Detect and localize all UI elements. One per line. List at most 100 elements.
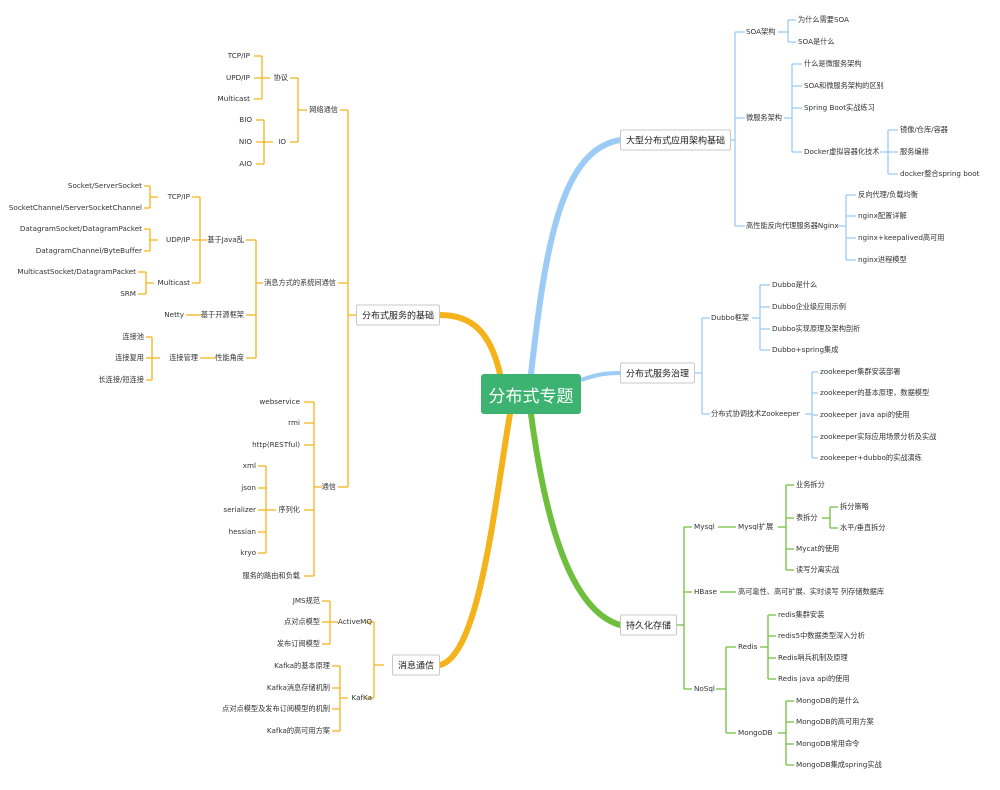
node-b4[interactable]: 分布式服务的基础 — [355, 304, 440, 326]
node-b4-mc[interactable]: Multicast — [157, 278, 191, 287]
node-b2-db-3[interactable]: Dubbo实现原理及架构剖析 — [772, 324, 861, 333]
node-b3-hb-1[interactable]: 高可靠性、高可扩展、实时读写 列存储数据库 — [738, 587, 885, 596]
node-b3-myx-1[interactable]: 业务拆分 — [796, 480, 825, 489]
node-b2[interactable]: 分布式服务治理 — [620, 362, 696, 384]
node-b4-s5[interactable]: kryo — [240, 548, 256, 557]
node-b1-dk-1[interactable]: 镜像/仓库/容器 — [900, 125, 948, 134]
node-b4-io[interactable]: IO — [278, 137, 286, 146]
node-b3-rd[interactable]: Redis — [738, 642, 758, 651]
node-b3-myx-3[interactable]: Mycat的使用 — [796, 544, 840, 553]
node-b5-a1[interactable]: JMS规范 — [292, 596, 320, 605]
node-b3-mg-1[interactable]: MongoDB的是什么 — [796, 696, 860, 705]
node-b3-tb-2[interactable]: 水平/垂直拆分 — [840, 523, 886, 532]
node-b5-k2[interactable]: Kafka消息存储机制 — [266, 683, 330, 692]
node-b4-cm2[interactable]: rmi — [288, 418, 300, 427]
node-b1-ms-3[interactable]: Spring Boot实战练习 — [804, 103, 875, 112]
node-b4-s3[interactable]: serializer — [223, 505, 256, 514]
node-b3-ns[interactable]: NoSql — [694, 684, 715, 693]
node-b4-s2[interactable]: json — [241, 483, 256, 492]
root-topic[interactable]: 分布式专题 — [481, 374, 581, 414]
node-b4-tcp2[interactable]: SocketChannel/ServerSocketChannel — [8, 203, 142, 212]
node-b2-zk-5[interactable]: zookeeper+dubbo的实战演练 — [820, 453, 922, 462]
node-b3-rd-1[interactable]: redis集群安装 — [778, 610, 825, 619]
node-b5-a3[interactable]: 发布订阅模型 — [276, 639, 320, 648]
node-b1-ms[interactable]: 微服务架构 — [746, 113, 782, 122]
node-b4-mc1[interactable]: MulticastSocket/DatagramPacket — [17, 267, 136, 276]
node-b3[interactable]: 持久化存储 — [620, 614, 678, 636]
node-b5-k1[interactable]: Kafka的基本原理 — [274, 661, 330, 670]
node-b4-netty[interactable]: Netty — [164, 310, 184, 319]
node-b3-rd-4[interactable]: Redis java api的使用 — [778, 674, 850, 683]
node-b1-ng[interactable]: 高性能反向代理服务器Nginx — [746, 221, 839, 230]
node-b4-p2[interactable]: UPD/IP — [225, 73, 250, 82]
node-b5-k3[interactable]: 点对点模型及发布订阅模型的机制 — [222, 704, 330, 713]
node-b4-cm3[interactable]: http(RESTful) — [252, 440, 300, 449]
node-b3-tb-1[interactable]: 拆分策略 — [840, 502, 869, 511]
node-b3-mg-4[interactable]: MongoDB集成spring实战 — [796, 760, 882, 769]
node-b4-udp[interactable]: UDP/IP — [165, 235, 190, 244]
node-b3-myx-4[interactable]: 读写分离实战 — [796, 565, 840, 574]
node-b1-ms-1[interactable]: 什么是微服务架构 — [804, 59, 862, 68]
node-b4-udp2[interactable]: DatagramChannel/ByteBuffer — [35, 246, 142, 255]
node-b1-dk-2[interactable]: 服务编排 — [900, 147, 929, 156]
node-b3-rd-3[interactable]: Redis哨兵机制及原理 — [778, 653, 848, 662]
node-b4-s1[interactable]: xml — [242, 461, 256, 470]
node-b2-db-1[interactable]: Dubbo是什么 — [772, 280, 818, 289]
node-b5-amq[interactable]: ActiveMQ — [337, 617, 372, 626]
node-b3-myx[interactable]: Mysql扩展 — [738, 522, 774, 531]
node-b1-ng-3[interactable]: nginx+keepalived高可用 — [858, 233, 945, 242]
node-b3-mg-2[interactable]: MongoDB的高可用方案 — [796, 717, 874, 726]
node-b4-msg[interactable]: 消息方式的系统间通信 — [264, 278, 336, 287]
node-b4-ser[interactable]: 序列化 — [278, 505, 300, 514]
node-b2-zk-4[interactable]: zookeeper实际应用场景分析及实战 — [820, 432, 937, 441]
node-b4-cm1[interactable]: webservice — [259, 397, 300, 406]
node-b1-ms-4[interactable]: Docker虚拟容器化技术 — [804, 147, 880, 156]
node-b4-p3[interactable]: Multicast — [217, 94, 251, 103]
node-b4-c1[interactable]: 连接池 — [122, 332, 144, 341]
node-b2-zk-2[interactable]: zookeeper的基本原理，数据模型 — [820, 388, 930, 397]
node-b2-db-4[interactable]: Dubbo+spring集成 — [772, 345, 839, 354]
node-b5-kf[interactable]: KafKa — [351, 693, 372, 702]
node-b3-myx-2[interactable]: 表拆分 — [796, 513, 818, 522]
node-b4-net[interactable]: 网络通信 — [309, 105, 338, 114]
node-b3-rd-2[interactable]: redis5中数据类型深入分析 — [778, 631, 865, 640]
node-b4-tcp1[interactable]: Socket/ServerSocket — [67, 181, 142, 190]
node-b2-db-2[interactable]: Dubbo企业级应用示例 — [772, 302, 846, 311]
node-b4-comm[interactable]: 通信 — [321, 482, 336, 491]
node-b1-ng-2[interactable]: nginx配置详解 — [858, 211, 907, 220]
node-b5-k4[interactable]: Kafka的高可用方案 — [266, 726, 330, 735]
node-b1-soa[interactable]: SOA架构 — [746, 27, 776, 36]
node-b4-p1[interactable]: TCP/IP — [227, 51, 250, 60]
node-b4-perf[interactable]: 性能角度 — [215, 353, 244, 362]
node-b4-c3[interactable]: 长连接/短连接 — [98, 375, 144, 384]
node-b2-db[interactable]: Dubbo框架 — [711, 313, 749, 322]
node-b3-hb[interactable]: HBase — [694, 587, 717, 596]
node-b1[interactable]: 大型分布式应用架构基础 — [620, 129, 732, 151]
node-b1-soa-1[interactable]: 为什么需要SOA — [798, 15, 849, 24]
node-b4-cm4[interactable]: 服务的路由和负载 — [242, 571, 300, 580]
node-b2-zk[interactable]: 分布式协调技术Zookeeper — [711, 409, 800, 418]
node-b3-my[interactable]: Mysql — [694, 522, 715, 531]
node-b4-open[interactable]: 基于开源框架 — [200, 310, 244, 319]
node-b4-io3[interactable]: AIO — [239, 159, 252, 168]
node-b4-conn[interactable]: 连接管理 — [169, 353, 198, 362]
node-b1-ng-1[interactable]: 反向代理/负载均衡 — [858, 190, 918, 199]
node-b1-ng-4[interactable]: nginx进程模型 — [858, 255, 907, 264]
node-b5[interactable]: 消息通信 — [391, 654, 440, 676]
node-b4-tcp[interactable]: TCP/IP — [167, 192, 190, 201]
node-b4-udp1[interactable]: DatagramSocket/DatagramPacket — [19, 224, 142, 233]
node-b4-io2[interactable]: NIO — [238, 137, 252, 146]
node-b5-a2[interactable]: 点对点模型 — [284, 617, 320, 626]
node-b3-mg[interactable]: MongoDB — [738, 728, 773, 737]
node-b2-zk-3[interactable]: zookeeper java api的使用 — [820, 410, 910, 419]
node-b1-ms-2[interactable]: SOA和微服务架构的区别 — [804, 81, 884, 90]
node-b4-io1[interactable]: BIO — [239, 115, 252, 124]
node-b1-dk-3[interactable]: docker整合spring boot — [900, 169, 980, 178]
node-b3-mg-3[interactable]: MongoDB常用命令 — [796, 739, 860, 748]
node-b4-c2[interactable]: 连接复用 — [115, 353, 144, 362]
node-b2-zk-1[interactable]: zookeeper集群安装部署 — [820, 367, 901, 376]
node-b4-java[interactable]: 基于Java乱 — [207, 235, 244, 244]
node-b4-mc2[interactable]: SRM — [120, 289, 136, 298]
node-b4-s4[interactable]: hessian — [228, 527, 256, 536]
node-b1-soa-2[interactable]: SOA是什么 — [798, 37, 835, 46]
